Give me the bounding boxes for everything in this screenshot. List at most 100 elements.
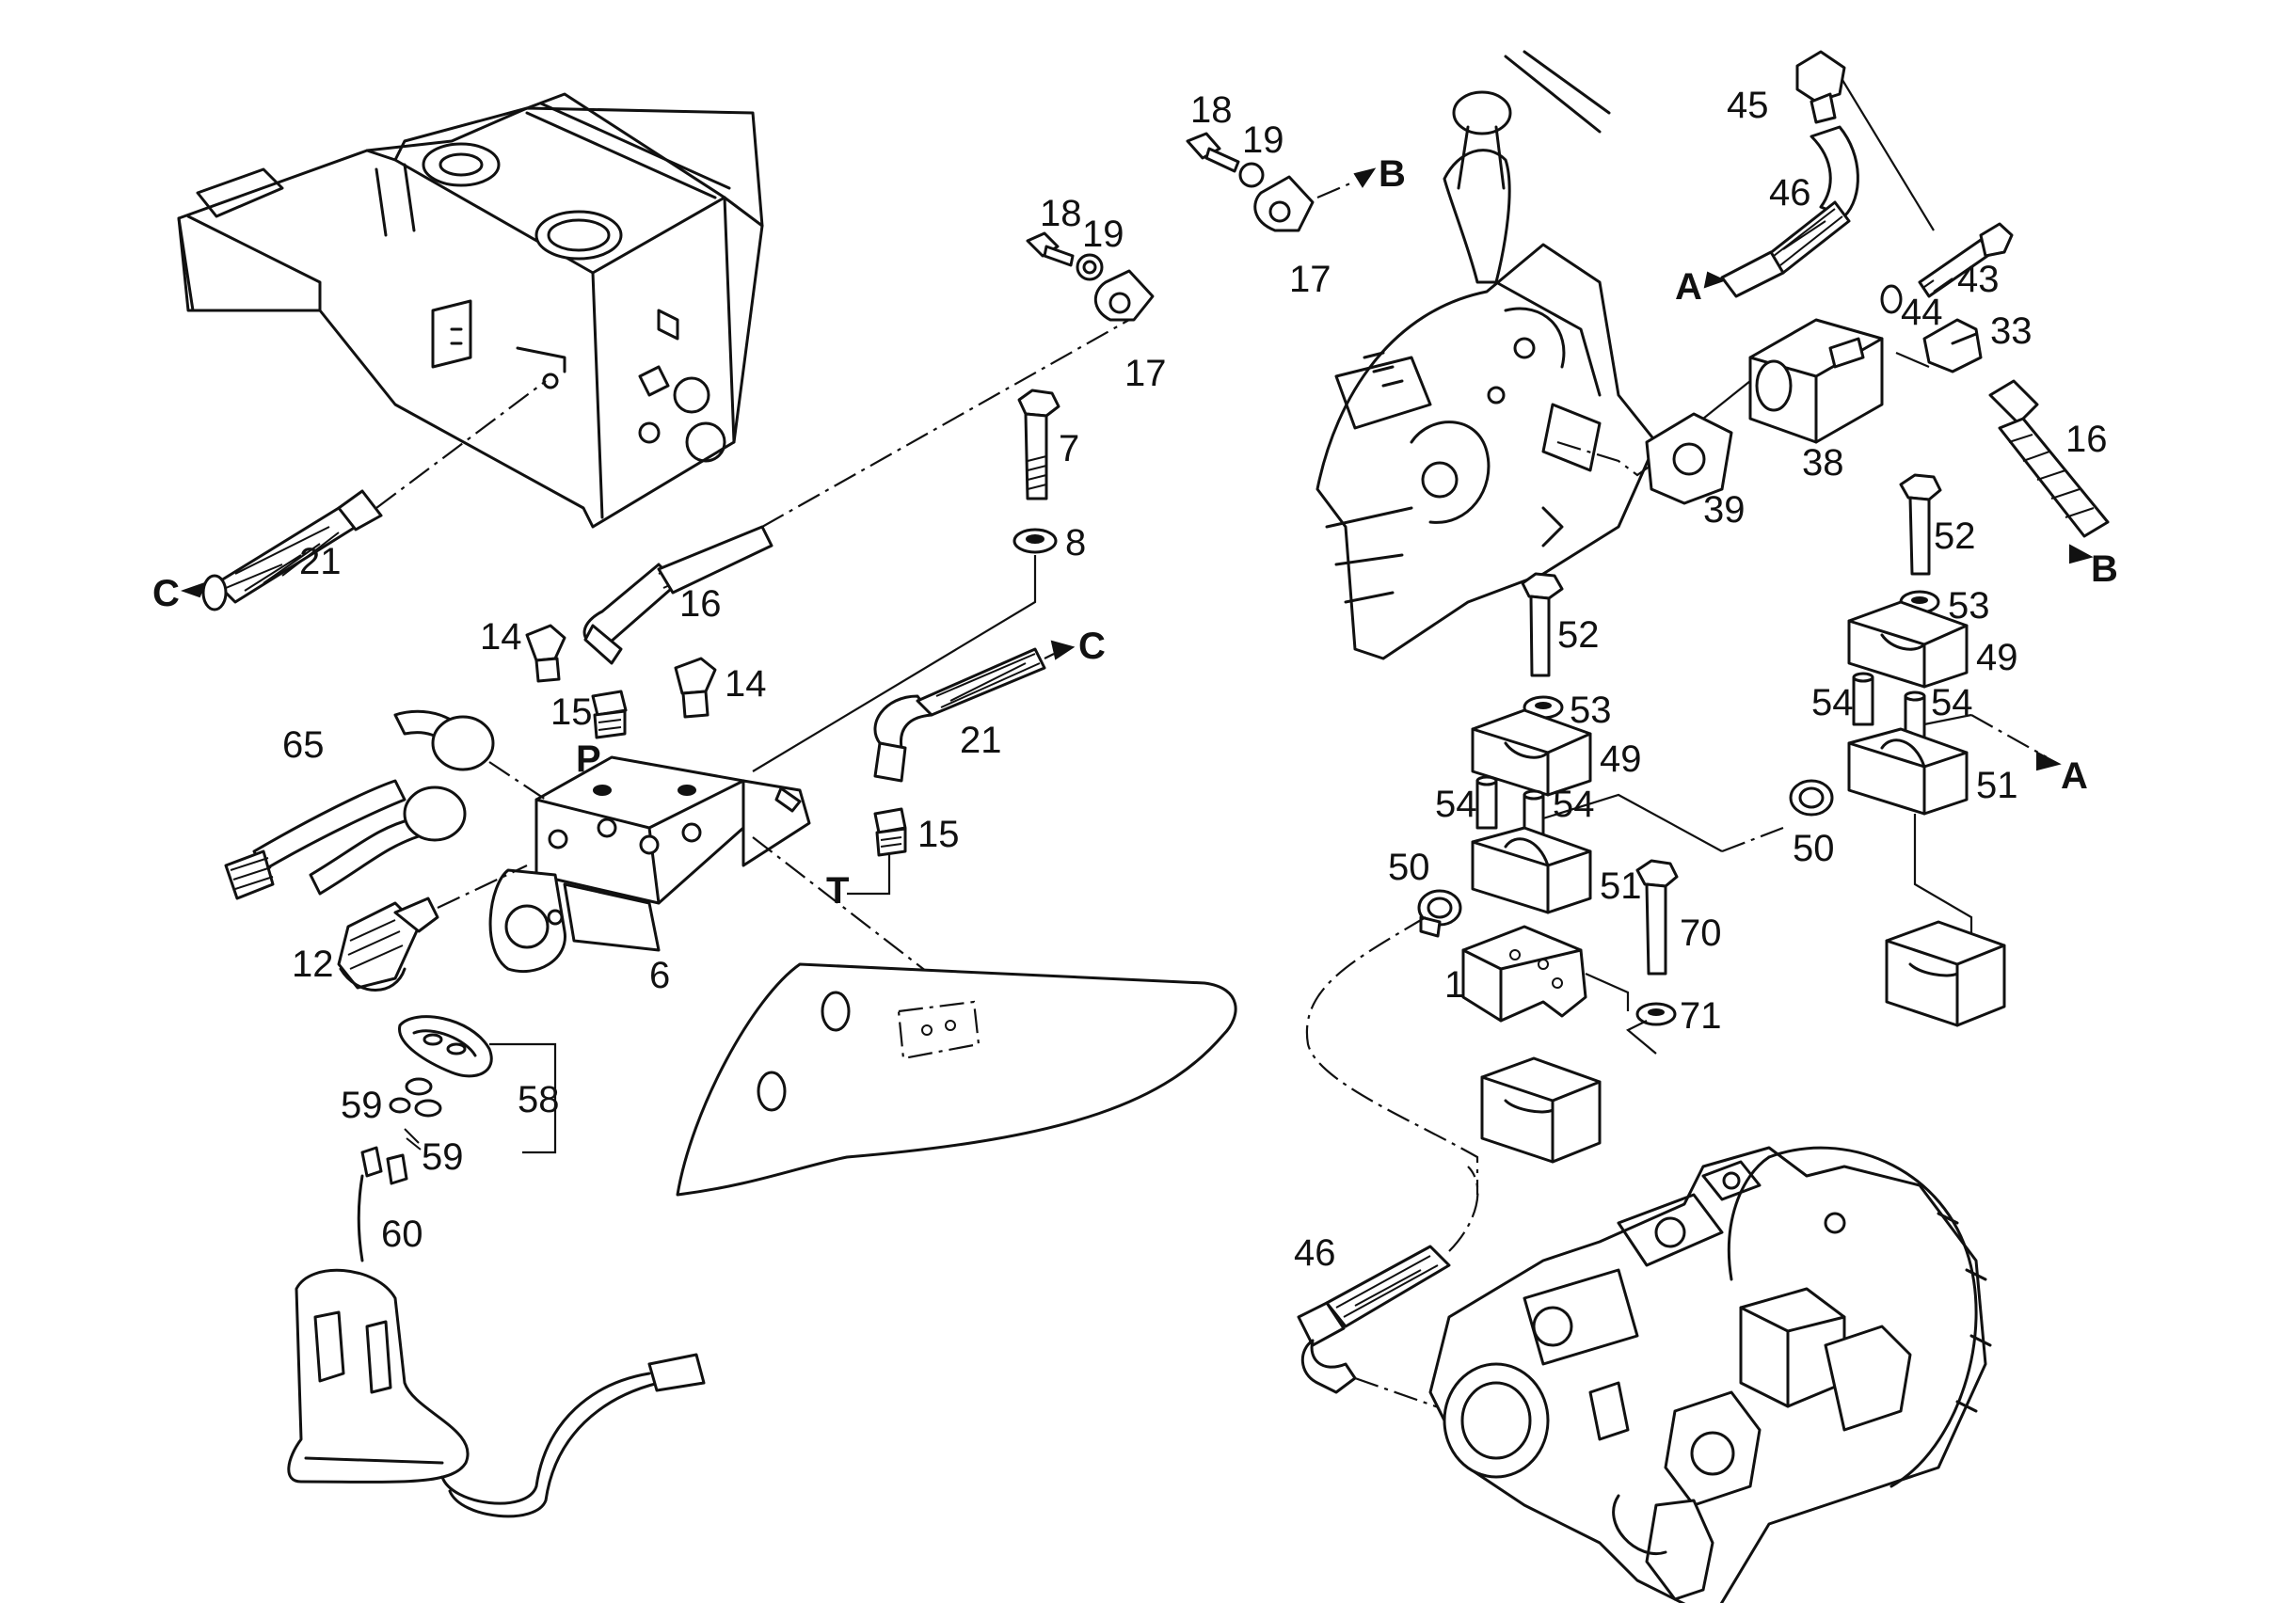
mounting-bracket-plate bbox=[676, 962, 1237, 1197]
washer-8 bbox=[1012, 528, 1058, 554]
part-label-7: 7 bbox=[1059, 428, 1079, 469]
hose-46-lower bbox=[1297, 1245, 1451, 1394]
leader-B bbox=[1316, 182, 1351, 199]
valve-block-6 bbox=[488, 755, 811, 974]
arrow-A-right: A bbox=[2036, 751, 2088, 797]
pedal-cable bbox=[440, 1353, 706, 1518]
fitting-15-left bbox=[591, 690, 628, 739]
part-label-33: 33 bbox=[1990, 310, 2033, 352]
clamp-half-51-right bbox=[1847, 727, 1969, 816]
clamp-block-lower-left bbox=[1480, 1056, 1602, 1164]
arrow-B-right: B bbox=[2069, 544, 2118, 590]
bolt-18-upper bbox=[1186, 132, 1265, 188]
hose-21-right bbox=[873, 647, 1046, 783]
clamp-block-lower-right bbox=[1885, 920, 2006, 1027]
svg-text:P: P bbox=[576, 738, 601, 780]
svg-text:B: B bbox=[1379, 153, 1406, 195]
part-label-52: 52 bbox=[1934, 516, 1976, 557]
part-label-38: 38 bbox=[1802, 442, 1844, 484]
leader-54-right bbox=[1923, 713, 1972, 726]
pump-38 bbox=[1748, 318, 1884, 444]
leader-50-right bbox=[1721, 826, 1784, 853]
clamp-half-49-left bbox=[1471, 708, 1592, 797]
fitting-14-left bbox=[525, 624, 566, 683]
leader-16 bbox=[761, 319, 1130, 528]
part-label-50: 50 bbox=[1793, 828, 1835, 869]
bushing-50-left bbox=[1417, 889, 1462, 938]
part-label-65: 65 bbox=[282, 724, 325, 766]
part-label-51: 51 bbox=[1600, 865, 1642, 907]
part-label-21: 21 bbox=[299, 541, 342, 582]
engine-block bbox=[1315, 50, 1658, 660]
bolt-52-right bbox=[1899, 473, 1942, 576]
bushing-50-right bbox=[1789, 779, 1834, 817]
hose-16-left bbox=[582, 525, 773, 665]
part-label-19: 19 bbox=[1242, 119, 1284, 161]
part-label-45: 45 bbox=[1727, 85, 1769, 126]
fitting-45 bbox=[1795, 50, 1846, 124]
leader-58 bbox=[489, 1042, 557, 1154]
part-label-1: 1 bbox=[1444, 964, 1465, 1006]
leader-1 bbox=[1585, 972, 1630, 1011]
bolt-18-lower bbox=[1026, 231, 1104, 281]
part-label-52: 52 bbox=[1557, 614, 1600, 656]
leader-54 bbox=[1542, 793, 1723, 852]
leader-46-lower bbox=[1448, 1166, 1479, 1252]
part-label-71: 71 bbox=[1680, 995, 1722, 1037]
leader-pump bbox=[1702, 380, 1751, 420]
part-label-19: 19 bbox=[1082, 214, 1124, 255]
bolt-43 bbox=[1918, 222, 2014, 298]
part-label-60: 60 bbox=[381, 1214, 423, 1255]
part-label-54: 54 bbox=[1435, 784, 1477, 825]
part-label-17: 17 bbox=[1289, 259, 1331, 300]
arrow-A-top: A bbox=[1675, 266, 1727, 308]
transmission-assembly bbox=[1428, 1146, 1992, 1603]
leader-T bbox=[847, 851, 891, 896]
leader-46-trans bbox=[1354, 1376, 1450, 1413]
hose-46-upper bbox=[1720, 125, 1859, 298]
part-label-59: 59 bbox=[422, 1136, 464, 1178]
part-label-58: 58 bbox=[518, 1079, 560, 1120]
part-label-54: 54 bbox=[1931, 682, 1973, 723]
bolt-52-left bbox=[1521, 572, 1564, 677]
part-label-46: 46 bbox=[1769, 172, 1811, 214]
leader-A-right bbox=[1970, 714, 2048, 758]
hose-65 bbox=[224, 709, 495, 900]
part-label-46: 46 bbox=[1294, 1232, 1336, 1274]
part-label-12: 12 bbox=[292, 944, 334, 985]
part-label-49: 49 bbox=[1976, 637, 2018, 678]
cab-housing bbox=[177, 92, 764, 529]
leader-8 bbox=[752, 555, 1037, 772]
leader-engine-39 bbox=[1556, 440, 1671, 477]
arrow-C-left: C bbox=[152, 573, 207, 614]
clamp-17-upper bbox=[1253, 175, 1315, 232]
part-label-15: 15 bbox=[550, 691, 593, 733]
part-label-39: 39 bbox=[1703, 489, 1746, 531]
part-label-54: 54 bbox=[1811, 682, 1854, 723]
svg-text:T: T bbox=[826, 870, 849, 912]
marker-T: T bbox=[826, 870, 849, 912]
part-label-18: 18 bbox=[1040, 193, 1082, 234]
bolt-70 bbox=[1635, 859, 1679, 976]
part-label-18: 18 bbox=[1190, 89, 1233, 131]
clamp-half-51-left bbox=[1471, 826, 1592, 914]
svg-text:A: A bbox=[1675, 266, 1702, 308]
part-label-16: 16 bbox=[2065, 419, 2108, 460]
bracket-1 bbox=[1461, 925, 1587, 1023]
leader-12 bbox=[437, 865, 528, 909]
part-label-44: 44 bbox=[1901, 292, 1943, 333]
clamp-17-lower bbox=[1093, 269, 1155, 322]
leader-50-left bbox=[1305, 916, 1479, 1195]
part-label-51: 51 bbox=[1976, 765, 2018, 806]
seal-59 bbox=[389, 1077, 442, 1151]
foot-pedal bbox=[287, 1268, 470, 1484]
fitting-14-right bbox=[674, 657, 717, 719]
fitting-15-right bbox=[873, 807, 907, 857]
svg-text:C: C bbox=[1078, 626, 1106, 667]
part-label-70: 70 bbox=[1680, 913, 1722, 954]
fitting-33 bbox=[1922, 318, 1983, 373]
leader-71 bbox=[1626, 1020, 1657, 1055]
terminal-60 bbox=[357, 1146, 408, 1262]
